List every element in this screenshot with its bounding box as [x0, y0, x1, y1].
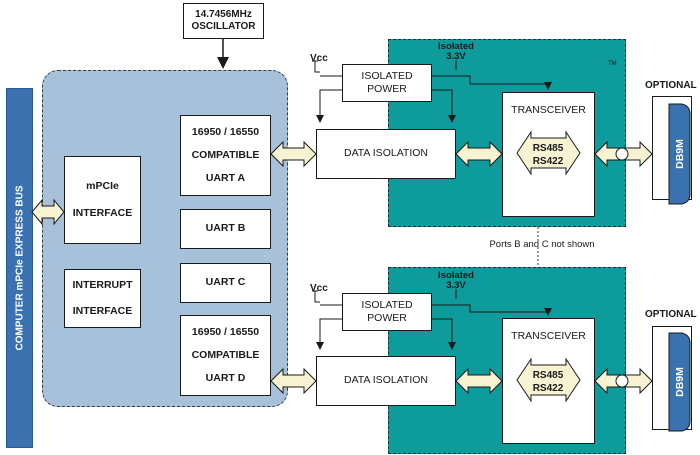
interrupt-interface-line1: INTERRUPT: [72, 279, 133, 292]
uart-b-box: UART B: [180, 209, 271, 249]
uart-c-label: UART C: [205, 276, 246, 289]
isolated-label-2: Isolated 3.3V: [438, 270, 474, 292]
uart-a-line3: UART A: [205, 172, 246, 185]
interrupt-interface-box: INTERRUPT INTERFACE: [64, 269, 141, 328]
optional-label-2: OPTIONAL: [645, 309, 697, 320]
power-to-transceiver-2: [432, 304, 552, 316]
uart-d-isolation-arrow: [270, 367, 317, 395]
uart-a-box: 16950 / 16550 COMPATIBLE UART A: [180, 115, 271, 196]
rs485-label-1: RS485: [533, 143, 564, 154]
isolation-transceiver-arrow-1: [455, 140, 503, 168]
rs-arrow-1: [516, 130, 581, 176]
uart-a-isolation-arrow: [270, 140, 317, 168]
connector-link-2: [615, 374, 629, 388]
mpcie-interface-line1: mPCIe: [86, 179, 119, 192]
transceiver-1-label: TRANSCEIVER: [511, 104, 586, 116]
power-out-right-2: [432, 318, 456, 350]
rs422-label-1: RS422: [533, 156, 564, 167]
isolated-power-1-line2: POWER: [367, 83, 407, 95]
isolation-transceiver-arrow-2: [455, 367, 503, 395]
ports-note: Ports B and C not shown: [489, 239, 595, 250]
mpcie-interface-box: mPCIe INTERFACE: [64, 156, 141, 244]
rs422-label-2: RS422: [533, 383, 564, 394]
uart-a-line2: COMPATIBLE: [191, 148, 260, 161]
oscillator-box: 14.7456MHz OSCILLATOR: [183, 3, 264, 39]
vcc-line-2: [314, 291, 320, 303]
interrupt-interface-line2: INTERFACE: [72, 304, 133, 317]
bus-mpcie-arrow: [31, 198, 65, 226]
vcc-line-1: [314, 61, 320, 73]
data-isolation-1-label: DATA ISOLATION: [343, 147, 428, 160]
mpcie-interface-line2: INTERFACE: [72, 207, 133, 219]
uart-d-box: 16950 / 16550 COMPATIBLE UART D: [180, 315, 271, 396]
isolated-power-2-line1: ISOLATED: [361, 298, 413, 311]
uart-b-label: UART B: [205, 222, 246, 235]
data-isolation-2-label: DATA ISOLATION: [343, 374, 428, 387]
data-isolation-box-1: DATA ISOLATION: [316, 129, 456, 179]
computer-bus: [6, 88, 33, 448]
connector-link-1: [615, 147, 629, 161]
power-out-right-1: [432, 89, 456, 123]
db9m-label-top-1: DB9M: [674, 139, 686, 169]
rs-arrow-2: [516, 357, 581, 403]
uart-a-line1: 16950 / 16550: [191, 125, 260, 138]
isolated-power-1-line1: ISOLATED: [361, 69, 413, 82]
rs485-label-2: RS485: [533, 370, 564, 381]
trademark-label: TM: [608, 61, 617, 67]
power-gnd-left-2: [316, 318, 342, 350]
isolated-power-box-1: ISOLATED POWER: [342, 64, 432, 102]
uart-c-box: UART C: [180, 263, 271, 303]
power-to-transceiver-1: [432, 75, 552, 90]
oscillator-frequency: 14.7456MHz: [195, 8, 252, 20]
oscillator-label: OSCILLATOR: [191, 21, 256, 32]
uart-d-line1: 16950 / 16550: [191, 325, 260, 338]
vcc-label-1: Vcc: [310, 53, 328, 64]
power-gnd-left-1: [316, 89, 342, 123]
isolated-label-1: Isolated 3.3V: [438, 41, 474, 63]
transceiver-2-label: TRANSCEIVER: [511, 330, 586, 342]
uart-d-line3: UART D: [205, 372, 246, 385]
optional-label-1: OPTIONAL: [645, 80, 697, 91]
data-isolation-box-2: DATA ISOLATION: [316, 356, 456, 406]
db9-shape-1: [668, 103, 691, 205]
db9-shape-2: [668, 332, 691, 432]
isolated-power-box-2: ISOLATED POWER: [342, 293, 432, 331]
db9m-label-top-2: DB9M: [674, 367, 686, 397]
vcc-label-2: Vcc: [310, 283, 328, 294]
isolated-power-2-line2: POWER: [367, 312, 407, 324]
uart-d-line2: COMPATIBLE: [191, 348, 260, 361]
